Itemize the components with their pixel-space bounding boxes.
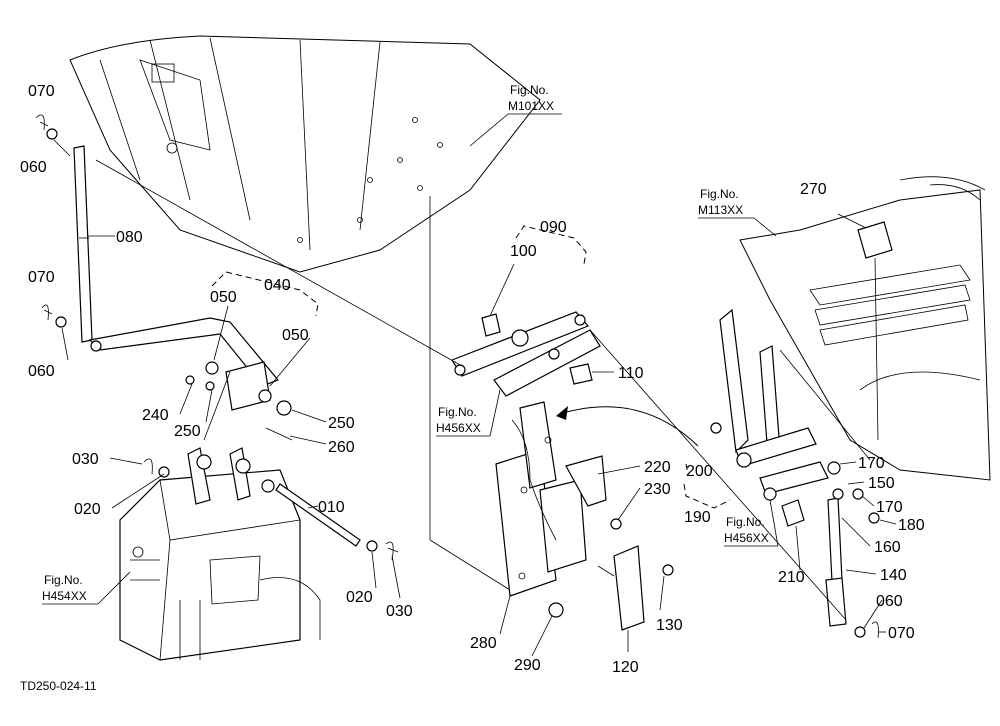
label: H456XX <box>724 531 769 545</box>
label-070-right: 070 <box>888 625 915 642</box>
label-010: 010 <box>318 499 345 516</box>
label: Fig.No. <box>44 573 83 587</box>
label-260: 260 <box>328 439 355 456</box>
label: Fig.No. <box>510 83 549 97</box>
label-020-left: 020 <box>74 501 101 518</box>
label-070-mid: 070 <box>28 269 55 286</box>
bracket-120 <box>597 545 674 631</box>
label-080: 080 <box>116 229 143 246</box>
label-220: 220 <box>644 459 671 476</box>
label-150: 150 <box>868 475 895 492</box>
part-leaders <box>53 139 897 657</box>
fig-ref-h456-right: Fig.No. H456XX <box>724 499 779 547</box>
label-060-mid: 060 <box>28 363 55 380</box>
label-070-top: 070 <box>28 83 55 100</box>
shift-lever-assembly <box>710 308 880 527</box>
assembly-leader-lines <box>95 159 847 621</box>
group-bracket-090 <box>515 225 587 265</box>
fig-ref-m113: Fig.No. M113XX <box>698 187 777 237</box>
fender-panel <box>69 35 541 273</box>
label-240: 240 <box>142 407 169 424</box>
bracket-220 <box>565 455 622 530</box>
drawing-code: TD250-024-11 <box>20 679 97 693</box>
label: M113XX <box>698 203 743 217</box>
fig-ref-m101: Fig.No. M101XX <box>469 83 562 147</box>
label-060-right: 060 <box>876 593 903 610</box>
label-210: 210 <box>778 569 805 586</box>
bracket-280 <box>495 401 587 618</box>
lever-040 <box>88 317 293 441</box>
label-110: 110 <box>618 365 644 382</box>
group-bracket-200 <box>685 463 689 475</box>
label-090: 090 <box>540 219 567 236</box>
motion-arrow <box>556 406 699 447</box>
label-030-left: 030 <box>72 451 99 468</box>
label: H454XX <box>42 589 87 603</box>
label: H456XX <box>436 421 481 435</box>
label-060-top: 060 <box>20 159 47 176</box>
control-valve-block <box>119 447 321 661</box>
label-130: 130 <box>656 617 683 634</box>
label-290: 290 <box>514 657 541 674</box>
label-020-right: 020 <box>346 589 373 606</box>
label-230: 230 <box>644 481 671 498</box>
label-280: 280 <box>470 635 497 652</box>
shift-knob <box>857 221 893 441</box>
label-120: 120 <box>612 659 639 676</box>
label-170-top: 170 <box>858 455 885 472</box>
group-bracket-040 <box>211 271 319 317</box>
label-270: 270 <box>800 181 827 198</box>
label: Fig.No. <box>438 405 477 419</box>
label-040: 040 <box>264 277 291 294</box>
label-030-right: 030 <box>386 603 413 620</box>
label-140: 140 <box>880 567 907 584</box>
label-250-right: 250 <box>328 415 355 432</box>
label-200: 200 <box>686 463 713 480</box>
label-100: 100 <box>510 243 537 260</box>
link-plate-assembly <box>451 311 601 397</box>
fig-ref-h456-left: Fig.No. H456XX <box>436 389 501 437</box>
shift-gate-housing <box>739 176 991 481</box>
group-bracket-190 <box>683 483 731 509</box>
link-rod-080 <box>35 114 93 343</box>
label: Fig.No. <box>726 515 765 529</box>
label-050-left: 050 <box>210 289 237 306</box>
shift-rod-140 <box>825 488 879 639</box>
label-180: 180 <box>898 517 925 534</box>
label-160: 160 <box>874 539 901 556</box>
pin-010 <box>143 458 399 561</box>
fig-ref-h454: Fig.No. H454XX <box>42 571 131 605</box>
part-labels: 070 060 080 070 060 040 050 050 240 250 … <box>20 83 925 676</box>
label-190: 190 <box>684 509 711 526</box>
label-250-left: 250 <box>174 423 201 440</box>
label-050-right: 050 <box>282 327 309 344</box>
label: Fig.No. <box>700 187 739 201</box>
label: M101XX <box>508 99 554 113</box>
label-170-bottom: 170 <box>876 499 903 516</box>
